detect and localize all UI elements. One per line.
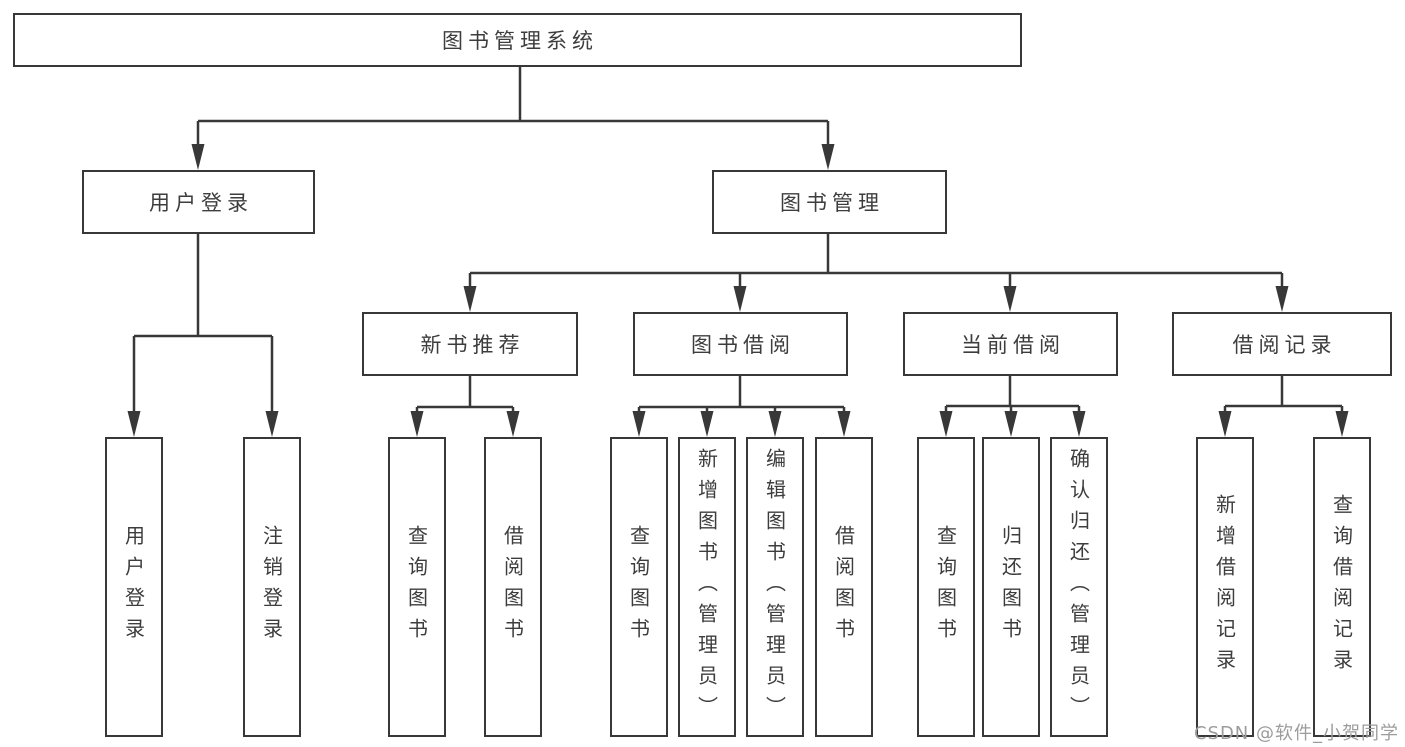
arrowhead-icon [632, 411, 646, 437]
node-label: 借阅图书 [500, 525, 525, 649]
node-label: 确认归还（管理员） [1066, 447, 1091, 727]
arrowhead-icon [127, 411, 141, 437]
arrowhead-icon [733, 286, 747, 312]
arrowhead-icon [1218, 411, 1232, 437]
node-label: 新增借阅记录 [1212, 494, 1237, 680]
leaf-edit-book-admin: 编辑图书（管理员） [746, 437, 804, 737]
leaf-borrow-books-recommend: 借阅图书 [484, 437, 542, 737]
arrowhead-icon [191, 144, 205, 170]
arrowhead-icon [463, 286, 477, 312]
leaf-add-book-admin: 新增图书（管理员） [678, 437, 736, 737]
node-label: 归还图书 [998, 525, 1023, 649]
node-label: 图书管理 [780, 191, 884, 215]
connector-user-login [127, 234, 279, 437]
arrowhead-icon [410, 411, 424, 437]
leaf-confirm-return-admin: 确认归还（管理员） [1050, 437, 1108, 737]
arrowhead-icon [1275, 286, 1289, 312]
node-label: 查询图书 [626, 525, 651, 649]
arrowhead-icon [939, 411, 953, 437]
arrowhead-icon [1072, 411, 1086, 437]
node-borrow-records: 借阅记录 [1172, 312, 1392, 376]
node-new-book-recommend: 新书推荐 [362, 312, 578, 376]
node-book-management: 图书管理 [712, 170, 947, 234]
node-label: 用户登录 [121, 525, 146, 649]
node-label: 查询图书 [933, 525, 958, 649]
node-label: 查询图书 [404, 525, 429, 649]
connector-book-management [463, 234, 1289, 312]
node-book-borrow: 图书借阅 [633, 312, 848, 376]
connector-current-borrow [939, 376, 1086, 437]
watermark-text: CSDN @软件_小贺同学 [1193, 723, 1399, 744]
leaf-logout: 注销登录 [243, 437, 301, 737]
node-label: 当前借阅 [961, 333, 1065, 357]
leaf-query-books-current: 查询图书 [917, 437, 975, 737]
leaf-query-borrow-record: 查询借阅记录 [1313, 437, 1371, 737]
leaf-user-login: 用户登录 [105, 437, 163, 737]
node-label: 图书管理系统 [442, 29, 598, 53]
node-label: 编辑图书（管理员） [762, 447, 787, 727]
node-label: 图书借阅 [691, 333, 795, 357]
node-current-borrow: 当前借阅 [903, 312, 1118, 376]
connector-borrow-records [1218, 376, 1349, 437]
connector-new-book-recommend [410, 376, 520, 437]
node-label: 借阅图书 [831, 525, 856, 649]
connector-book-borrow [632, 376, 851, 437]
arrowhead-icon [768, 411, 782, 437]
leaf-query-books-borrow: 查询图书 [610, 437, 668, 737]
node-label: 用户登录 [149, 191, 253, 215]
connector-root [191, 67, 835, 170]
node-label: 新增图书（管理员） [694, 447, 719, 727]
arrowhead-icon [1003, 286, 1017, 312]
arrowhead-icon [821, 144, 835, 170]
leaf-return-book: 归还图书 [982, 437, 1040, 737]
arrowhead-icon [837, 411, 851, 437]
arrowhead-icon [1335, 411, 1349, 437]
leaf-add-borrow-record: 新增借阅记录 [1196, 437, 1254, 737]
arrowhead-icon [700, 411, 714, 437]
arrowhead-icon [265, 411, 279, 437]
arrowhead-icon [506, 411, 520, 437]
arrowhead-icon [1004, 411, 1018, 437]
node-label: 新书推荐 [420, 333, 525, 357]
node-label: 借阅记录 [1232, 333, 1337, 357]
leaf-query-books-recommend: 查询图书 [388, 437, 446, 737]
leaf-borrow-books: 借阅图书 [815, 437, 873, 737]
node-book-management-system: 图书管理系统 [13, 13, 1022, 67]
node-user-login: 用户登录 [82, 170, 315, 234]
node-label: 注销登录 [259, 525, 284, 649]
node-label: 查询借阅记录 [1329, 494, 1354, 680]
